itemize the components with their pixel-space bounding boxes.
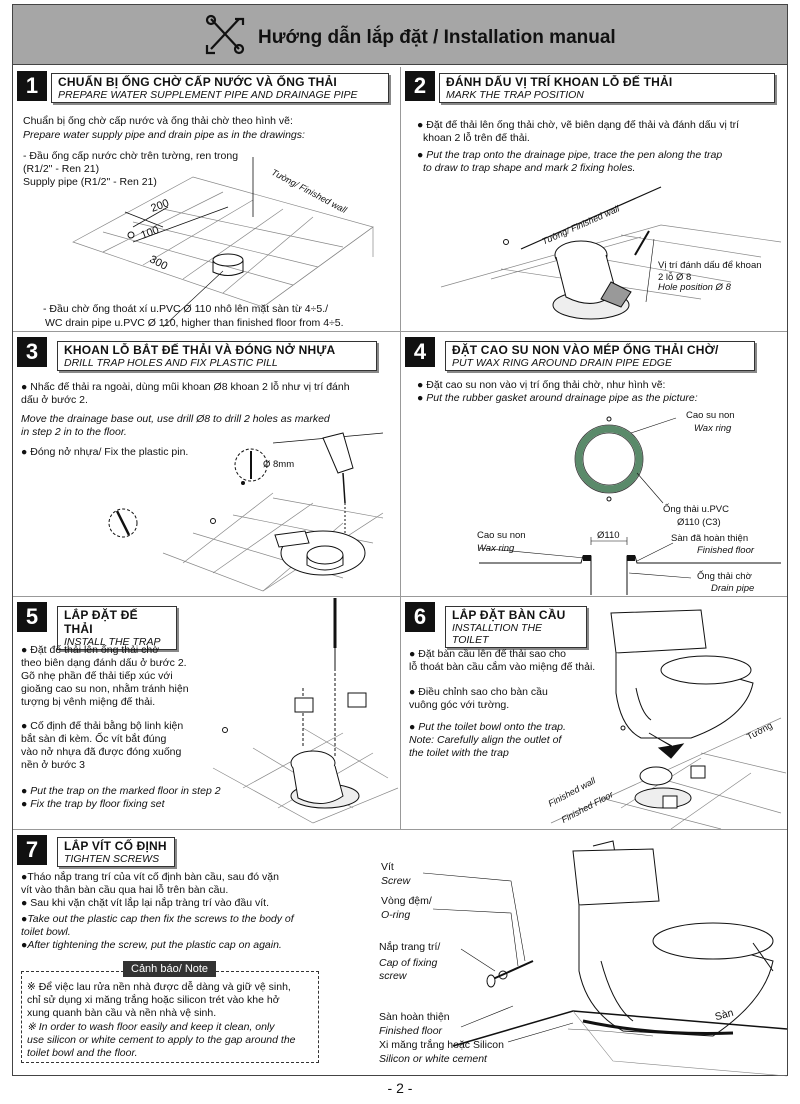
step-number: 2 <box>405 71 435 101</box>
step-6: 6 LẮP ĐẶT BÀN CẦU INSTALLTION THE TOILET… <box>401 598 787 830</box>
step-number: 7 <box>17 835 47 865</box>
step-3: 3 KHOAN LỖ BẮT ĐẾ THẢI VÀ ĐÓNG NỞ NHỰA D… <box>13 333 400 596</box>
step-number: 4 <box>405 337 435 367</box>
drill-drawing <box>108 432 384 592</box>
row-divider <box>13 829 787 830</box>
row-divider <box>13 331 787 332</box>
column-divider <box>400 67 401 829</box>
note-tag: Cảnh báo/ Note <box>123 961 217 977</box>
row-divider <box>13 596 787 597</box>
step-title: LẮP ĐẶT BÀN CẦU INSTALLTION THE TOILET <box>445 606 587 648</box>
step-7: 7 LẮP VÍT CỐ ĐỊNH TIGHTEN SCREWS ●Tháo n… <box>13 831 788 1077</box>
wrench-screwdriver-icon <box>205 14 245 55</box>
manual-page: Hướng dẫn lắp đặt / Installation manual … <box>12 4 788 1077</box>
step-5: 5 LẮP ĐẶT ĐẾ THẢI INSTALL THE TRAP ● Đặt… <box>13 598 400 829</box>
step-title: ĐẶT CAO SU NON VÀO MÉP ỐNG THẢI CHỜ/ PUT… <box>445 341 755 371</box>
step-title: CHUẨN BỊ ỐNG CHỜ CẤP NƯỚC VÀ ỐNG THẢI PR… <box>51 73 389 103</box>
page-header: Hướng dẫn lắp đặt / Installation manual <box>13 5 787 65</box>
screw-fix-drawing <box>422 840 788 1077</box>
step-2: 2 ĐÁNH DẤU VỊ TRÍ KHOAN LỖ ĐẾ THẢI MARK … <box>401 67 787 331</box>
toilet-install-drawing <box>550 609 787 830</box>
step-title: KHOAN LỖ BẮT ĐẾ THẢI VÀ ĐÓNG NỞ NHỰA DRI… <box>57 341 377 371</box>
step-title: LẮP VÍT CỐ ĐỊNH TIGHTEN SCREWS <box>57 837 175 867</box>
step-title: ĐÁNH DẤU VỊ TRÍ KHOAN LỖ ĐẾ THẢI MARK TH… <box>439 73 775 103</box>
step-1: 1 CHUẨN BỊ ỐNG CHỜ CẤP NƯỚC VÀ ỐNG THẢI … <box>13 67 400 331</box>
step-title: LẮP ĐẶT ĐẾ THẢI INSTALL THE TRAP <box>57 606 177 650</box>
step-number: 1 <box>17 71 47 101</box>
step-number: 5 <box>17 602 47 632</box>
install-trap-drawing <box>212 598 399 824</box>
step-number: 6 <box>405 602 435 632</box>
floor-grid-drawing <box>72 157 374 328</box>
wax-ring-drawing <box>478 416 781 595</box>
page-number: - 2 - <box>387 1080 413 1096</box>
trap-marking-drawing <box>440 186 782 320</box>
step-4: 4 ĐẶT CAO SU NON VÀO MÉP ỐNG THẢI CHỜ/ P… <box>401 333 787 596</box>
page-title: Hướng dẫn lắp đặt / Installation manual <box>258 27 616 48</box>
step-number: 3 <box>17 337 47 367</box>
